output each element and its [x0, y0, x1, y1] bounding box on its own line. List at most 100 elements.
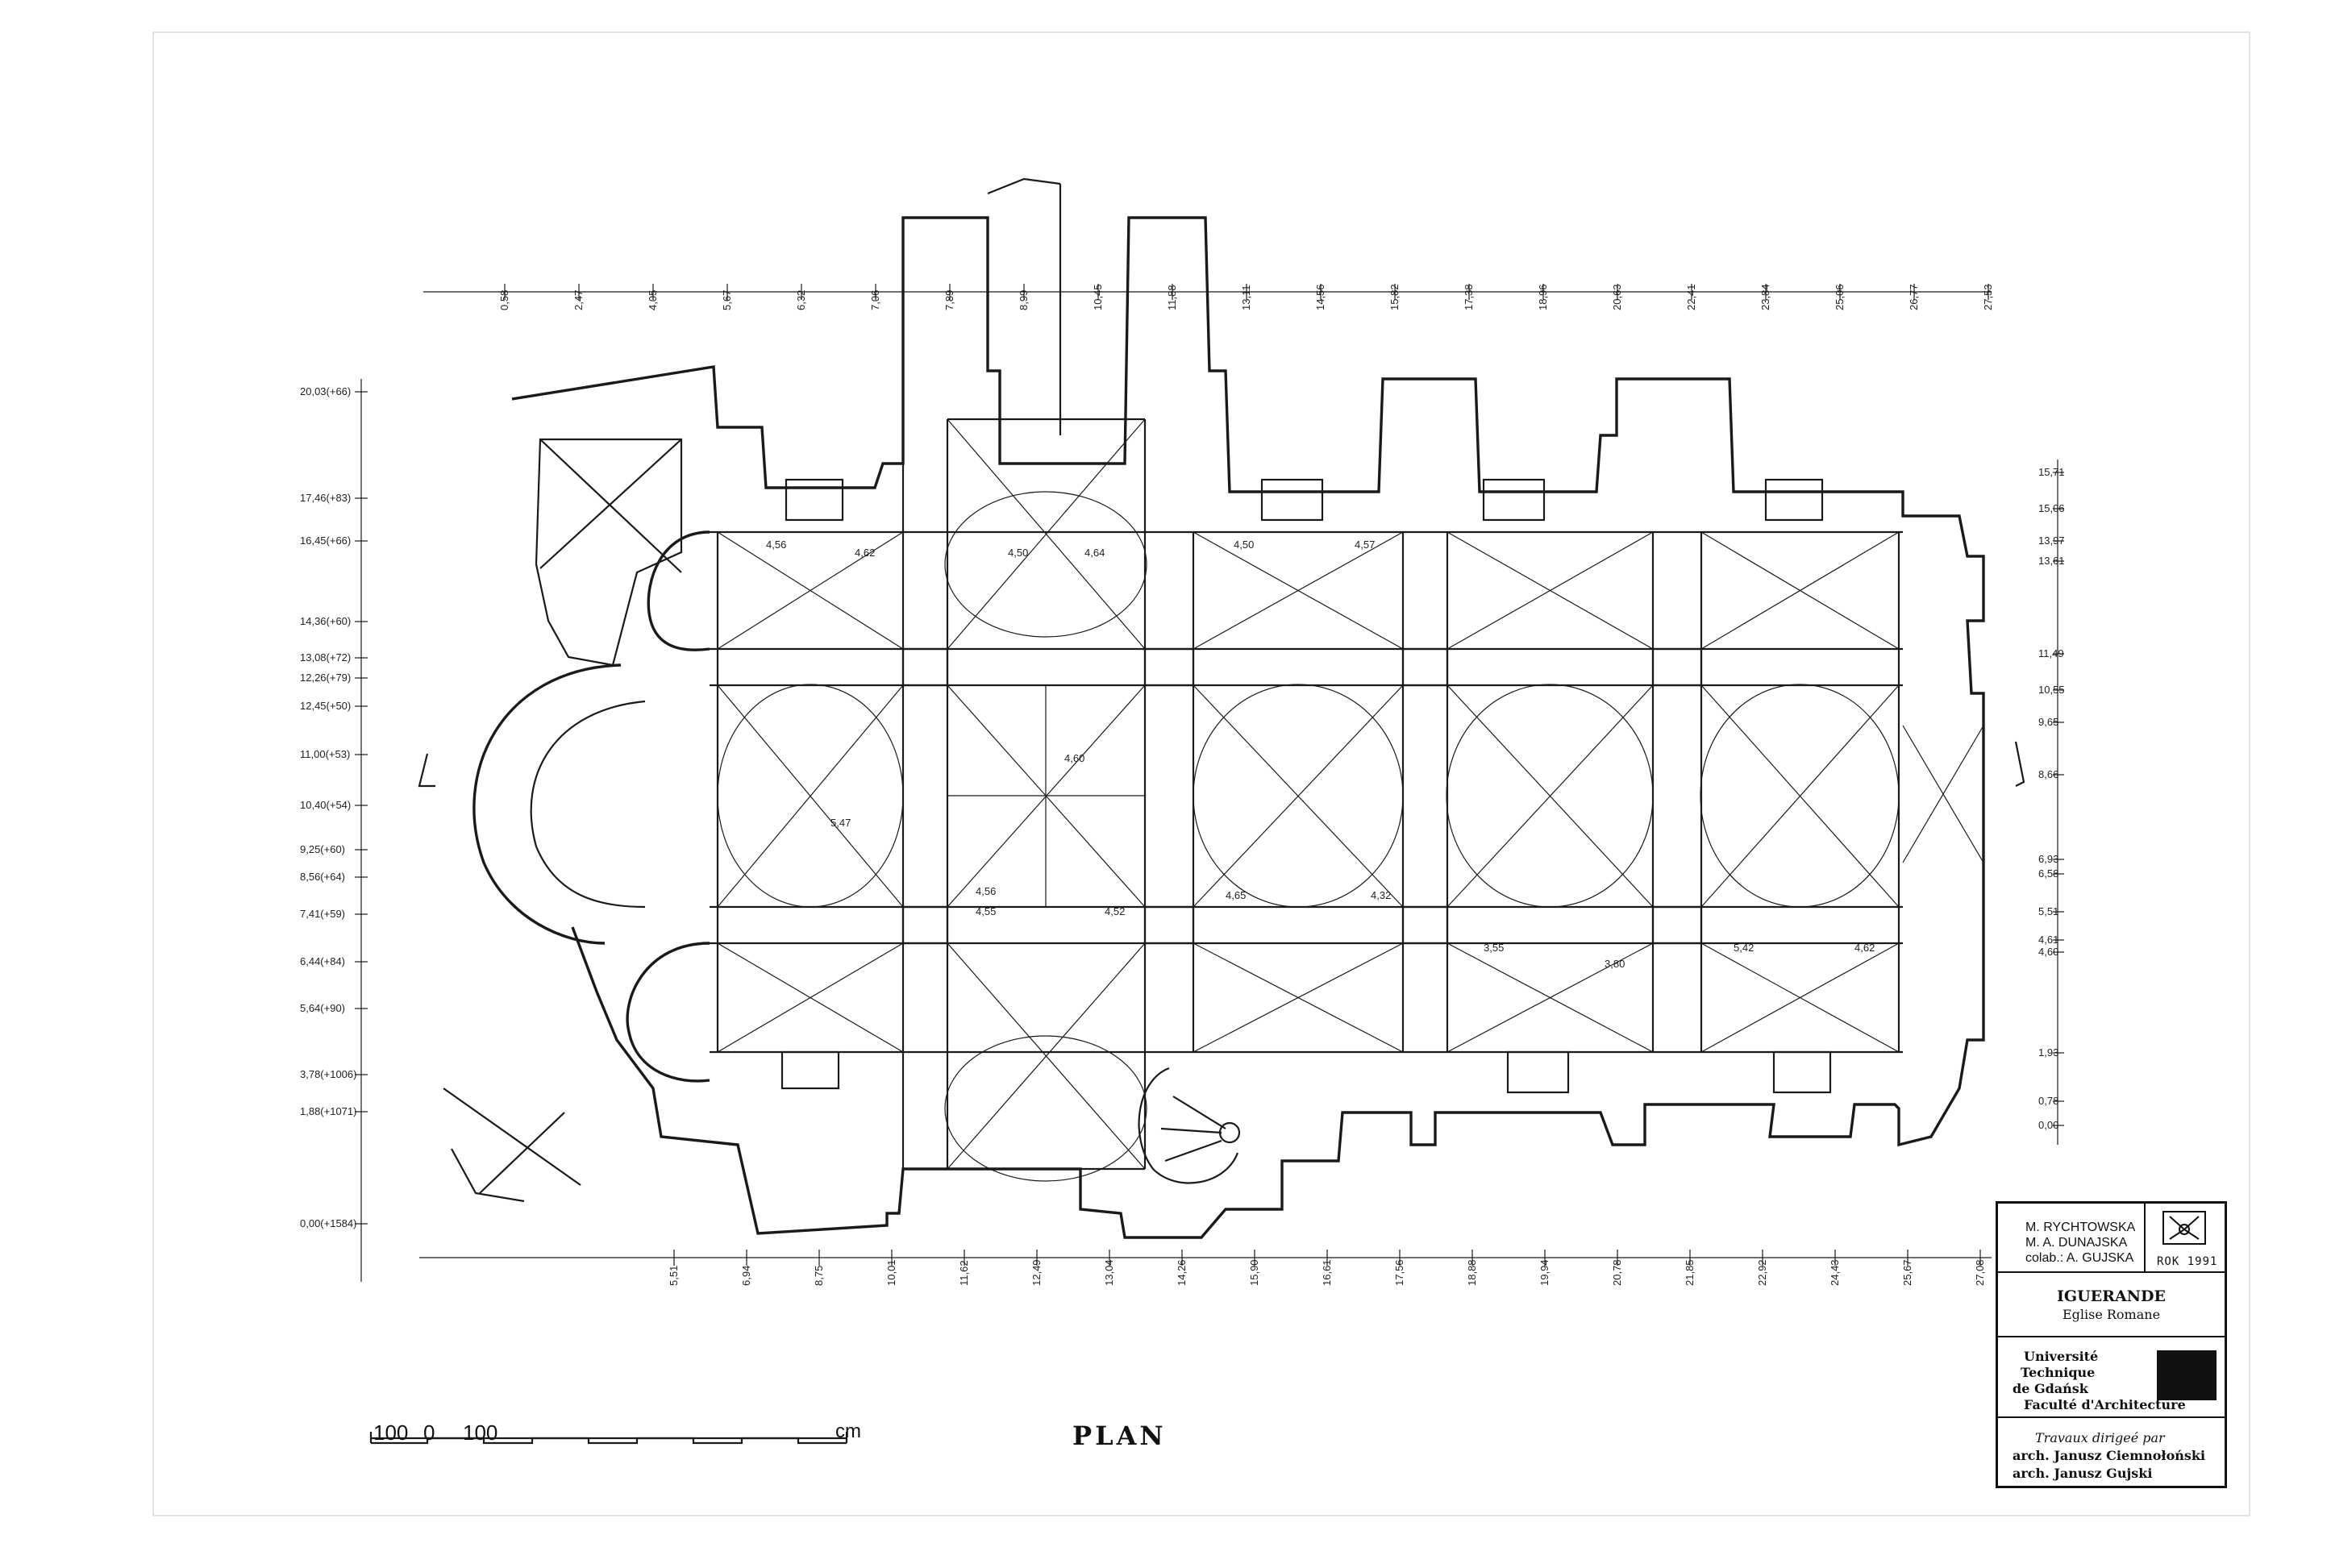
vault-arcs: [717, 491, 1900, 1182]
bottom-dimension-label: 8,75: [813, 1266, 825, 1286]
right-level-label: 1,93: [2038, 1046, 2058, 1059]
left-level-labels: 20,03(+66) 17,46(+83) 16,45(+66) 14,36(+60)…: [300, 385, 368, 1229]
left-level-label: 14,36(+60): [300, 615, 351, 627]
bottom-dimension-label: 11,62: [958, 1260, 970, 1286]
inner-dimension-label: 4,32: [1371, 889, 1391, 901]
apse-wall: [472, 663, 622, 945]
supervision-text: Travaux dirigeé par arch. Janusz Ciemnoł…: [2013, 1429, 2205, 1483]
drawing-title: PLAN: [1072, 1420, 1167, 1451]
left-level-label: 6,44(+84): [300, 955, 345, 967]
outer-wall: [511, 216, 1985, 1239]
project-title: IGUERANDE: [2056, 1287, 2167, 1305]
scale-bar-unit: cm: [835, 1420, 861, 1442]
right-level-label: 15,06: [2038, 502, 2065, 514]
top-dimension-label: 7,89: [943, 290, 955, 310]
bottom-dimension-label: 25,67: [1901, 1259, 1913, 1286]
inner-dimension-label: 3,55: [1484, 942, 1504, 954]
cruciform-piers: [901, 647, 1703, 945]
right-level-label: 0,78: [2038, 1095, 2058, 1107]
left-level-label: 1,88(+1071): [300, 1105, 356, 1117]
author-1: M. RYCHTOWSKA: [2025, 1221, 2136, 1234]
vault-diagonals: [717, 418, 1984, 1170]
bottom-dimension-label: 16,61: [1321, 1259, 1333, 1286]
title-block: M. RYCHTOWSKA M. A. DUNAJSKA colab.: A. …: [1996, 1201, 2227, 1488]
left-level-label: 13,08(+72): [300, 651, 351, 663]
author-names: M. RYCHTOWSKA M. A. DUNAJSKA colab.: A. …: [2025, 1220, 2135, 1266]
left-level-label: 12,26(+79): [300, 672, 351, 684]
south-apsidiole: [626, 942, 710, 1083]
inner-dimension-label: 4,52: [1105, 905, 1125, 917]
scale-bar-pos-label: 100: [463, 1420, 498, 1445]
bottom-dimension-label: 10,01: [885, 1259, 897, 1286]
institution-line-3: de Gdańsk: [2013, 1381, 2088, 1396]
inner-dimension-label: 4,62: [855, 547, 875, 559]
supervision-line-1: Travaux dirigeé par: [2035, 1430, 2165, 1445]
apse-inner-wall: [530, 700, 646, 909]
right-level-labels: 15,7115,0613,9713,6111,4910,559,658,666,…: [2038, 466, 2065, 1131]
top-dimension-label: 4,05: [647, 290, 659, 310]
institution-line-4: Faculté d'Architecture: [2024, 1397, 2186, 1412]
right-level-label: 9,65: [2038, 716, 2058, 728]
inner-dimension-label: 4,50: [1008, 547, 1028, 559]
left-level-label: 0,00(+1584): [300, 1217, 356, 1229]
inner-dimension-label: 4,56: [766, 539, 786, 551]
inner-dimension-label: 4,55: [976, 905, 996, 917]
scale-bar-neg-label: 100: [373, 1420, 409, 1445]
bottom-dimension-label: 20,78: [1611, 1259, 1623, 1286]
right-level-label: 6,58: [2038, 867, 2058, 880]
inner-dimension-label: 4,57: [1355, 539, 1375, 551]
left-level-label: 16,45(+66): [300, 534, 351, 547]
faculty-logo-icon: [2157, 1350, 2217, 1400]
inner-dimension-label: 4,60: [1064, 752, 1084, 764]
bottom-dimension-label: 6,94: [740, 1266, 752, 1286]
bottom-dimension-label: 5,51: [668, 1266, 680, 1286]
right-level-label: 13,61: [2038, 555, 2065, 567]
left-level-label: 20,03(+66): [300, 385, 351, 397]
bottom-dimension-label: 15,90: [1248, 1259, 1260, 1286]
top-dimension-label: 2,47: [572, 290, 585, 310]
left-level-label: 8,56(+64): [300, 871, 345, 883]
bottom-dimension-label: 12,49: [1030, 1259, 1043, 1286]
buttresses: [780, 478, 1832, 1094]
right-level-label: 10,55: [2038, 684, 2065, 696]
bottom-dimension-label: 19,94: [1538, 1259, 1551, 1286]
university-seal: ROK 1991: [2144, 1204, 2225, 1273]
left-level-label: 12,45(+50): [300, 700, 351, 712]
north-annex: [535, 438, 683, 667]
authors-row: M. RYCHTOWSKA M. A. DUNAJSKA colab.: A. …: [1998, 1204, 2225, 1273]
inner-dimension-label: 5,47: [830, 817, 851, 829]
left-level-label: 3,78(+1006): [300, 1068, 356, 1080]
right-level-label: 4,60: [2038, 946, 2058, 958]
bottom-dimension-label: 27,08: [1974, 1259, 1986, 1286]
section-markers: [418, 177, 2025, 1203]
institution-row: Université Technique de Gdańsk Faculté d…: [1998, 1337, 2225, 1418]
top-dimension-label: 6,32: [795, 290, 807, 310]
north-apsidiole: [647, 530, 710, 651]
project-row: IGUERANDE Eglise Romane: [1998, 1273, 2225, 1337]
top-dimension-labels: 0,582,474,055,676,327,067,898,9910,4511,…: [498, 284, 1994, 310]
top-dimension-label: 8,99: [1018, 290, 1030, 310]
inner-dimension-label: 4,65: [1226, 889, 1246, 901]
left-level-label: 11,00(+53): [300, 748, 350, 760]
seal-crest-icon: [2162, 1211, 2206, 1245]
seal-year: ROK 1991: [2157, 1255, 2218, 1268]
inner-dimension-label: 4,64: [1084, 547, 1105, 559]
inner-dimension-label: 4,62: [1854, 942, 1875, 954]
author-2: M. A. DUNAJSKA: [2025, 1236, 2128, 1250]
spiral-stair: [1138, 1067, 1241, 1184]
right-level-label: 15,71: [2038, 466, 2065, 478]
right-level-label: 13,97: [2038, 534, 2065, 547]
bottom-dimension-label: 17,56: [1393, 1259, 1405, 1286]
bottom-dimension-label: 24,43: [1829, 1259, 1841, 1286]
right-level-label: 6,93: [2038, 853, 2058, 865]
institution-line-2: Technique: [2021, 1365, 2096, 1380]
left-level-label: 17,46(+83): [300, 492, 351, 504]
institution-line-1: Université: [2024, 1349, 2099, 1364]
scale-bar: [369, 1432, 848, 1445]
supervision-row: Travaux dirigeé par arch. Janusz Ciemnoł…: [1998, 1418, 2225, 1488]
bottom-dimension-label: 21,85: [1684, 1259, 1696, 1286]
top-dimension-label: 0,58: [498, 290, 510, 310]
